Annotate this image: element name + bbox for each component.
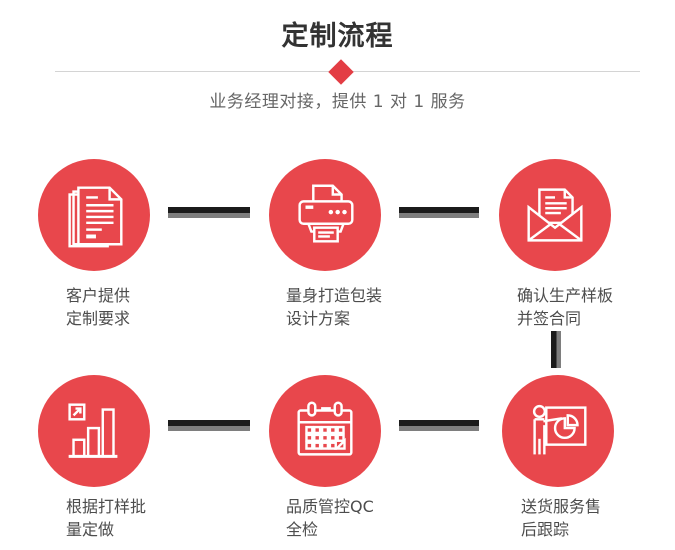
calendar-icon xyxy=(297,401,353,456)
connector-step2-step3 xyxy=(399,207,479,218)
step-label-6-line2: 后跟踪 xyxy=(521,520,570,539)
subtitle: 业务经理对接，提供 1 对 1 服务 xyxy=(209,92,466,112)
step-label-1-line1: 客户提供 xyxy=(66,286,131,305)
step-label-1: 客户提供 定制要求 xyxy=(66,284,130,330)
step-label-3-line1: 确认生产样板 xyxy=(517,286,614,305)
connector-step3-step6 xyxy=(551,331,561,368)
step-label-5-line2: 全检 xyxy=(286,520,319,539)
step-circle-6 xyxy=(502,375,614,487)
step-label-6-line1: 送货服务售 xyxy=(521,497,602,516)
step-circle-1 xyxy=(38,159,150,271)
step-label-2: 量身打造包装 设计方案 xyxy=(286,284,382,330)
step-label-5-line1: 品质管控QC xyxy=(286,497,374,516)
connector-step5-step6 xyxy=(399,420,479,431)
step-label-1-line2: 定制要求 xyxy=(66,309,131,328)
step-label-6: 送货服务售 后跟踪 xyxy=(521,495,601,541)
step-circle-4 xyxy=(38,375,150,487)
step-circle-2 xyxy=(269,159,381,271)
step-label-4: 根据打样批 量定做 xyxy=(66,495,146,541)
step-label-4-line2: 量定做 xyxy=(66,520,115,539)
presentation-icon xyxy=(532,404,587,455)
step-label-2-line1: 量身打造包装 xyxy=(286,286,383,305)
step-label-4-line1: 根据打样批 xyxy=(66,497,147,516)
page-title: 定制流程 xyxy=(281,21,394,52)
envelope-icon xyxy=(527,188,583,242)
printer-icon xyxy=(298,184,354,243)
step-label-2-line2: 设计方案 xyxy=(286,309,351,328)
connector-step1-step2 xyxy=(168,207,250,218)
step-label-5: 品质管控QC 全检 xyxy=(286,495,374,541)
step-label-3-line2: 并签合同 xyxy=(517,309,582,328)
documents-icon xyxy=(68,186,123,248)
step-label-3: 确认生产样板 并签合同 xyxy=(517,284,613,330)
bar-chart-icon xyxy=(68,403,118,458)
step-circle-3 xyxy=(499,159,611,271)
diamond-icon xyxy=(328,59,354,85)
connector-step4-step5 xyxy=(168,420,250,431)
step-circle-5 xyxy=(269,375,381,487)
